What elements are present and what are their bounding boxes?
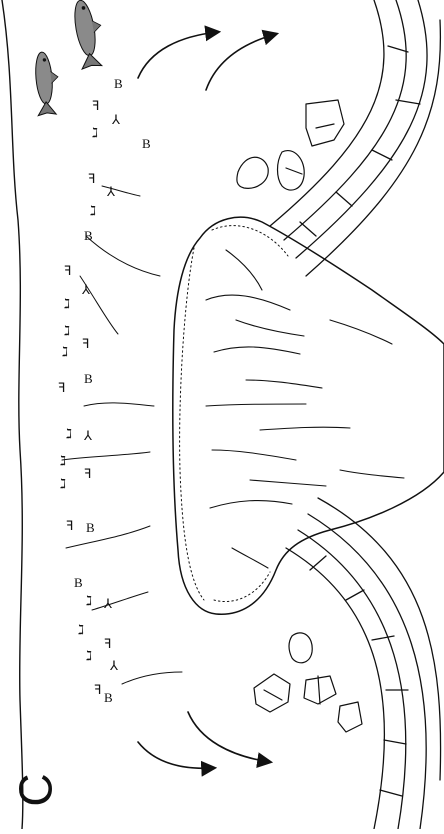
panel-label-text: C [13, 773, 59, 806]
svg-text:ℷ: ℷ [60, 476, 66, 491]
svg-text:ℷ: ℷ [86, 593, 92, 608]
svg-text:ꟻ: ꟻ [94, 682, 101, 697]
fish-icon [70, 0, 107, 69]
panel-label: C [6, 760, 66, 820]
current-arrow [206, 34, 276, 90]
svg-text:ꟻ: ꟻ [82, 336, 89, 351]
current-arrow [138, 742, 214, 768]
flow-lines [62, 186, 182, 684]
svg-text:B: B [142, 136, 151, 151]
current-arrow [188, 712, 270, 762]
svg-text:B: B [74, 575, 83, 590]
svg-text:ℷ: ℷ [66, 426, 72, 441]
svg-text:ℷ: ℷ [64, 296, 70, 311]
svg-text:ꟻ: ꟻ [58, 380, 65, 395]
svg-text:B: B [104, 690, 113, 705]
current-arrow [138, 32, 218, 78]
svg-text:ℷ: ℷ [62, 344, 68, 359]
rock-fragments [237, 100, 344, 190]
svg-text:B: B [86, 520, 95, 535]
svg-text:ℷ: ℷ [86, 648, 92, 663]
central-mound [173, 217, 444, 614]
svg-text:ꟻ: ꟻ [66, 518, 73, 533]
svg-text:ꟻ: ꟻ [104, 636, 111, 651]
svg-text:⅄: ⅄ [83, 428, 92, 443]
rock-fragments [254, 633, 362, 732]
svg-text:B: B [84, 371, 93, 386]
svg-text:⅄: ⅄ [103, 596, 112, 611]
svg-text:ℷ: ℷ [64, 323, 70, 338]
svg-text:ꟻ: ꟻ [84, 466, 91, 481]
svg-text:⅄: ⅄ [111, 112, 120, 127]
svg-text:B: B [114, 76, 123, 91]
svg-text:ℷ: ℷ [60, 453, 66, 468]
svg-text:ꟻ: ꟻ [88, 171, 95, 186]
svg-text:⅄: ⅄ [109, 658, 118, 673]
fish-icon [33, 51, 61, 116]
water-surface-line [2, 0, 23, 829]
svg-text:ℷ: ℷ [78, 622, 84, 637]
svg-text:ℷ: ℷ [92, 125, 98, 140]
svg-text:ꟻ: ꟻ [64, 263, 71, 278]
svg-text:⅄: ⅄ [106, 184, 115, 199]
seafloor-strata [270, 0, 441, 829]
svg-text:ꟻ: ꟻ [92, 98, 99, 113]
svg-text:ℷ: ℷ [90, 203, 96, 218]
plankton-glyphs: B B B B B B B ꟻ ℷ ⅄ ꟻ ⅄ ℷ ꟻ ⅄ ℷ ℷ ꟻ ℷ ꟻ … [58, 76, 151, 705]
